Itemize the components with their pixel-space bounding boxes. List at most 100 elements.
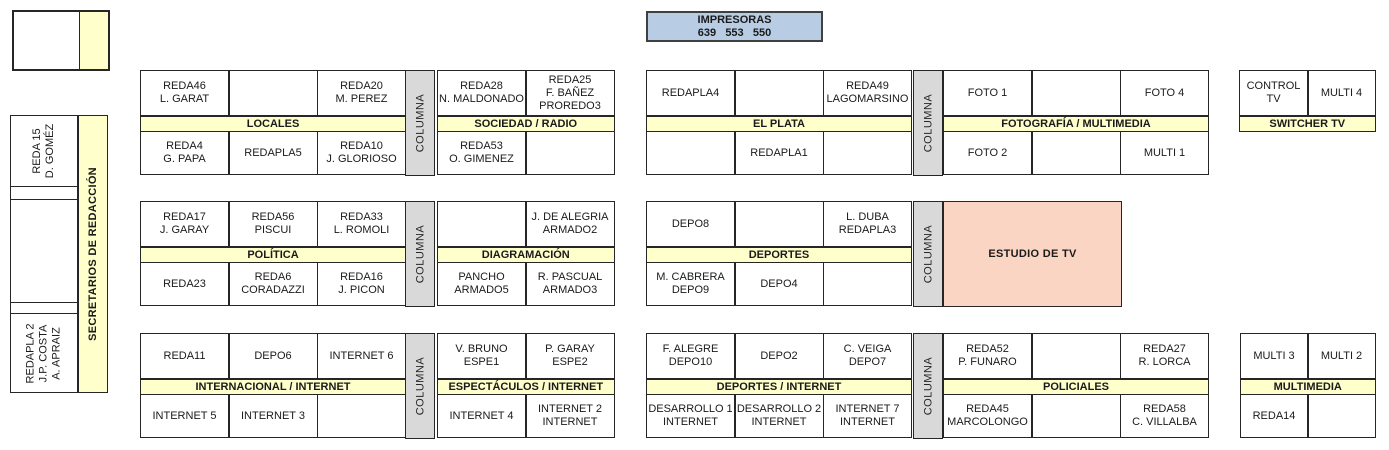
desk-cell <box>735 71 823 115</box>
columna-label: COLUMNA <box>922 224 935 284</box>
columna-strip: COLUMNA <box>913 70 943 176</box>
desk-cell: MULTI 1 <box>1121 132 1208 174</box>
desk-cell: INTERNET 5 <box>141 395 228 437</box>
desk-cell: P. GARAY ESPE2 <box>526 334 614 378</box>
desk-cell: REDAPLA5 <box>229 132 317 174</box>
desk-cell: INTERNET 3 <box>229 395 317 437</box>
section-band-fotografia-multimedia: FOTOGRAFÍA / MULTIMEDIA <box>944 116 1208 131</box>
desk-cell: REDA20 M. PEREZ <box>318 71 405 115</box>
estudio-tv-room: ESTUDIO DE TV <box>943 201 1122 307</box>
section-band-sociedad-radio: SOCIEDAD / RADIO <box>438 116 614 131</box>
section-band-internacional-internet: INTERNACIONAL / INTERNET <box>141 379 405 394</box>
desk-cell: REDAPLA4 <box>647 71 734 115</box>
desk-cell: MULTI 3 <box>1241 334 1307 378</box>
sidebar-desk-cell <box>11 200 77 303</box>
desk-cell: FOTO 4 <box>1121 71 1208 115</box>
sidebar-desk-cell: REDA 15 D. GOMÉZ <box>11 116 77 187</box>
desk-cell: REDA4 G. PAPA <box>141 132 228 174</box>
sidebar-desk-cell <box>11 303 77 314</box>
legend-box-yellow-strip <box>79 12 108 69</box>
section-band-deportes-internet: DEPORTES / INTERNET <box>647 379 911 394</box>
legend-box-white-area <box>14 12 79 69</box>
desk-cell <box>824 132 911 174</box>
desk-cell: REDA53 O. GIMENEZ <box>438 132 525 174</box>
sidebar-desk-cells: REDA 15 D. GOMÉZ REDAPLA 2 J.P. COSTA A. … <box>10 115 78 393</box>
section-band-switcher-tv: SWITCHER TV <box>1240 116 1375 131</box>
desk-cell <box>824 263 911 305</box>
desk-cell: REDA25 F. BAÑEZ PROREDO3 <box>526 71 614 115</box>
desk-cell: REDA45 MARCOLONGO <box>944 395 1031 437</box>
columna-strip: COLUMNA <box>405 70 435 176</box>
desk-cell: REDA6 CORADAZZI <box>229 263 317 305</box>
desk-cell <box>647 132 734 174</box>
desk-cell: INTERNET 4 <box>438 395 525 437</box>
desk-cell: INTERNET 7 INTERNET <box>824 395 911 437</box>
secretarios-strip: SECRETARIOS DE REDACCIÓN <box>78 115 108 393</box>
impresoras-box: IMPRESORAS 639 553 550 <box>646 11 823 42</box>
desk-cell: REDAPLA1 <box>735 132 823 174</box>
estudio-tv-label: ESTUDIO DE TV <box>988 248 1077 260</box>
desk-cell <box>1032 132 1120 174</box>
desk-cell: FOTO 2 <box>944 132 1031 174</box>
desk-cell: DEPO6 <box>229 334 317 378</box>
sidebar-desk-cell: REDAPLA 2 J.P. COSTA A. APRAIZ <box>11 314 77 392</box>
desk-cell: M. CABRERA DEPO9 <box>647 263 734 305</box>
columna-label: COLUMNA <box>414 93 427 153</box>
section-band-multimedia: MULTIMEDIA <box>1241 379 1375 394</box>
section-band-deportes: DEPORTES <box>647 247 911 262</box>
sidebar-desk-label: REDA 15 D. GOMÉZ <box>30 123 56 179</box>
desk-cell <box>526 132 614 174</box>
desk-cell: REDA14 <box>1241 395 1307 437</box>
desk-cell: MULTI 4 <box>1308 71 1375 115</box>
section-band-diagramacion: DIAGRAMACIÓN <box>438 247 614 262</box>
impresoras-title: IMPRESORAS <box>697 13 772 26</box>
desk-cell: DEPO4 <box>735 263 823 305</box>
columna-strip: COLUMNA <box>913 201 943 307</box>
desk-cell: REDA58 C. VILLALBA <box>1121 395 1208 437</box>
desk-cell: REDA27 R. LORCA <box>1121 334 1208 378</box>
columna-label: COLUMNA <box>922 356 935 416</box>
desk-cell: V. BRUNO ESPE1 <box>438 334 525 378</box>
sidebar-desk-cell <box>11 187 77 200</box>
secretarios-label: SECRETARIOS DE REDACCIÓN <box>87 167 99 341</box>
desk-cell: INTERNET 2 INTERNET <box>526 395 614 437</box>
desk-cell: J. DE ALEGRIA ARMADO2 <box>526 202 614 246</box>
desk-cell: PANCHO ARMADO5 <box>438 263 525 305</box>
desk-cell: FOTO 1 <box>944 71 1031 115</box>
legend-box <box>12 10 110 71</box>
desk-cell: C. VEIGA DEPO7 <box>824 334 911 378</box>
desk-cell: REDA23 <box>141 263 228 305</box>
desk-cell: REDA28 N. MALDONADO <box>438 71 525 115</box>
desk-cell <box>1032 334 1120 378</box>
columna-label: COLUMNA <box>414 356 427 416</box>
desk-cell <box>1032 71 1120 115</box>
desk-cell <box>229 71 317 115</box>
desk-cell: F. ALEGRE DEPO10 <box>647 334 734 378</box>
columna-label: COLUMNA <box>414 224 427 284</box>
desk-cell: REDA46 L. GARAT <box>141 71 228 115</box>
desk-cell: DEPO2 <box>735 334 823 378</box>
columna-label: COLUMNA <box>922 93 935 153</box>
section-band-politica: POLÍTICA <box>141 247 405 262</box>
desk-cell: DEPO8 <box>647 202 734 246</box>
section-band-locales: LOCALES <box>141 116 405 131</box>
columna-strip: COLUMNA <box>913 333 943 439</box>
desk-cell: CONTROL TV <box>1240 71 1307 115</box>
desk-cell: REDA11 <box>141 334 228 378</box>
desk-cell: R. PASCUAL ARMADO3 <box>526 263 614 305</box>
desk-cell: DESARROLLO 1 INTERNET <box>647 395 734 437</box>
desk-cell: MULTI 2 <box>1308 334 1375 378</box>
desk-cell: REDA10 J. GLORIOSO <box>318 132 405 174</box>
desk-cell: REDA17 J. GARAY <box>141 202 228 246</box>
desk-cell <box>318 395 405 437</box>
